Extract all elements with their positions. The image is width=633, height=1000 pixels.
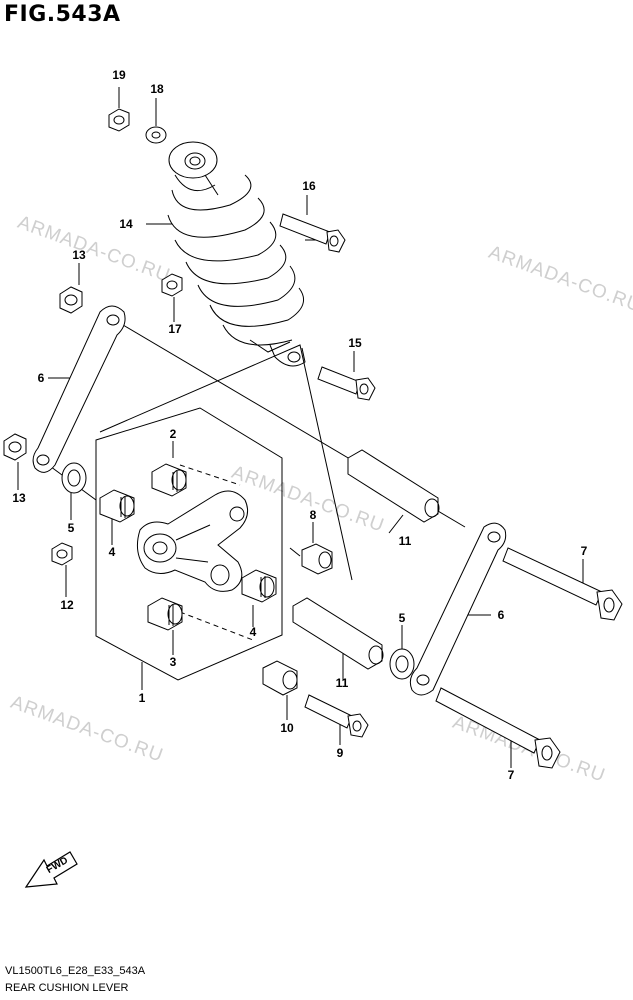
bolt-9 (304, 694, 369, 738)
bolt-15 (317, 366, 376, 401)
callout-6: 6 (497, 608, 505, 622)
bolt-16 (279, 213, 346, 253)
callout-13: 13 (12, 491, 26, 505)
spacer-pipe-11-upper (347, 449, 440, 523)
callout-1: 1 (138, 691, 146, 705)
callout-17: 17 (168, 322, 182, 336)
callout-4: 4 (249, 625, 257, 639)
callout-5: 5 (398, 611, 406, 625)
centre-line (289, 547, 301, 557)
bearing-4-right (241, 569, 277, 603)
collar-10 (262, 660, 298, 696)
washer-18 (145, 126, 167, 144)
callout-7: 7 (580, 544, 588, 558)
leader-lines (17, 87, 584, 768)
nut-13-top (59, 286, 83, 314)
nut-17 (161, 273, 183, 297)
callout-9: 9 (336, 746, 344, 760)
bearing-2 (151, 463, 187, 497)
callout-11: 11 (398, 534, 412, 548)
callout-11: 11 (335, 676, 349, 690)
callout-15: 15 (348, 336, 362, 350)
assembly-ref-line (99, 344, 353, 581)
bearing-3 (147, 597, 183, 631)
collar-8 (301, 543, 333, 575)
callout-8: 8 (309, 508, 317, 522)
washer-5-left (61, 462, 87, 494)
callout-10: 10 (280, 721, 294, 735)
link-rod-6-left (32, 305, 126, 473)
callout-5: 5 (67, 521, 75, 535)
diagram-caption: REAR CUSHION LEVER (5, 982, 129, 994)
bolt-7-lower (435, 687, 561, 769)
callout-16: 16 (302, 179, 316, 193)
callout-7: 7 (507, 768, 515, 782)
cushion-lever-1 (136, 490, 249, 592)
callout-4: 4 (108, 545, 116, 559)
centre-line (42, 460, 97, 555)
spacer-pipe-11-lower (292, 597, 384, 670)
callout-6: 6 (37, 371, 45, 385)
diagram-code: VL1500TL6_E28_E33_543A (5, 965, 146, 977)
callout-14: 14 (119, 217, 133, 231)
assembly-outline (95, 407, 283, 681)
callout-13: 13 (72, 248, 86, 262)
nut-13-left (3, 433, 27, 461)
rear-shock-absorber (167, 141, 306, 367)
nut-12 (51, 542, 73, 566)
fwd-arrow-icon (24, 851, 78, 888)
callout-18: 18 (150, 82, 164, 96)
callout-2: 2 (169, 427, 177, 441)
bearing-4-left (99, 489, 135, 523)
washer-5-right (389, 648, 415, 680)
callout-19: 19 (112, 68, 126, 82)
centre-line (179, 464, 241, 486)
bolt-7-upper (502, 547, 623, 621)
link-rod-6-right (409, 522, 507, 696)
centre-line (179, 611, 254, 641)
callout-3: 3 (169, 655, 177, 669)
figure-title: FIG.543A (4, 2, 121, 27)
callout-12: 12 (60, 598, 74, 612)
nut-19 (108, 108, 130, 132)
